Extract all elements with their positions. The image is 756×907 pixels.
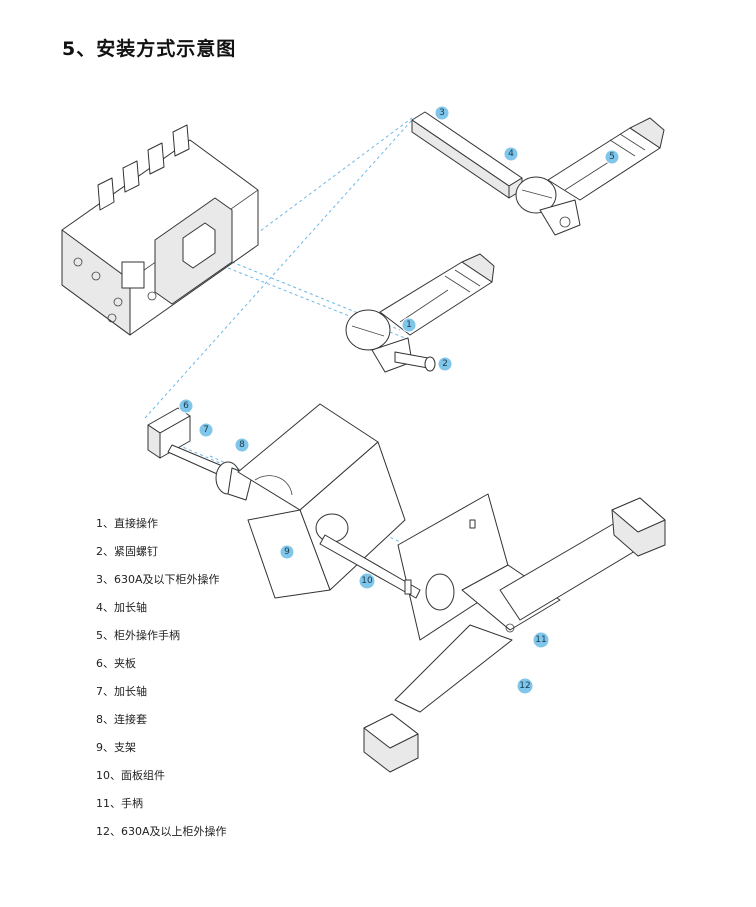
legend-item: 1、直接操作 bbox=[96, 517, 158, 530]
callout-8: 8 bbox=[234, 437, 250, 453]
svg-text:4: 4 bbox=[508, 149, 514, 159]
svg-text:5: 5 bbox=[609, 152, 615, 162]
callout-2: 2 bbox=[437, 356, 453, 372]
parts-legend: 1、直接操作 2、紧固螺钉 3、630A及以下柜外操作 4、加长轴 5、柜外操作… bbox=[96, 514, 227, 850]
legend-item: 2、紧固螺钉 bbox=[96, 545, 158, 558]
svg-text:2: 2 bbox=[442, 359, 448, 369]
callout-11: 11 bbox=[532, 631, 550, 649]
callout-5: 5 bbox=[604, 149, 620, 165]
callout-12: 12 bbox=[516, 677, 534, 695]
legend-item: 11、手柄 bbox=[96, 797, 143, 810]
svg-text:11: 11 bbox=[535, 635, 546, 645]
legend-item: 4、加长轴 bbox=[96, 601, 147, 614]
svg-text:1: 1 bbox=[406, 320, 412, 330]
large-handle-12 bbox=[363, 497, 666, 773]
legend-item: 8、连接套 bbox=[96, 713, 147, 726]
legend-item: 3、630A及以下柜外操作 bbox=[96, 573, 220, 586]
legend-item: 12、630A及以上柜外操作 bbox=[96, 825, 227, 838]
svg-text:6: 6 bbox=[183, 401, 189, 411]
clamp-assembly bbox=[147, 407, 253, 501]
callout-9: 9 bbox=[279, 544, 295, 560]
legend-item: 10、面板组件 bbox=[96, 769, 165, 782]
legend-item: 5、柜外操作手柄 bbox=[96, 629, 180, 642]
legend-item: 9、支架 bbox=[96, 741, 136, 754]
legend-item: 6、夹板 bbox=[96, 657, 136, 670]
switch-body bbox=[61, 124, 259, 336]
svg-text:12: 12 bbox=[519, 681, 530, 691]
extension-shaft-4 bbox=[411, 111, 523, 199]
external-handle-5 bbox=[515, 117, 665, 236]
callout-4: 4 bbox=[503, 146, 519, 162]
svg-text:7: 7 bbox=[203, 425, 209, 435]
callout-1: 1 bbox=[401, 317, 417, 333]
callout-3: 3 bbox=[434, 105, 450, 121]
svg-text:3: 3 bbox=[439, 108, 445, 118]
svg-text:8: 8 bbox=[239, 440, 245, 450]
svg-text:9: 9 bbox=[284, 547, 290, 557]
callout-10: 10 bbox=[358, 572, 376, 590]
svg-text:10: 10 bbox=[361, 576, 373, 586]
callout-6: 6 bbox=[178, 398, 194, 414]
callout-7: 7 bbox=[198, 422, 214, 438]
direct-handle-1 bbox=[345, 253, 495, 373]
panel-assembly-10 bbox=[315, 493, 513, 641]
legend-item: 7、加长轴 bbox=[96, 685, 147, 698]
page-title: 5、安装方式示意图 bbox=[62, 38, 237, 60]
